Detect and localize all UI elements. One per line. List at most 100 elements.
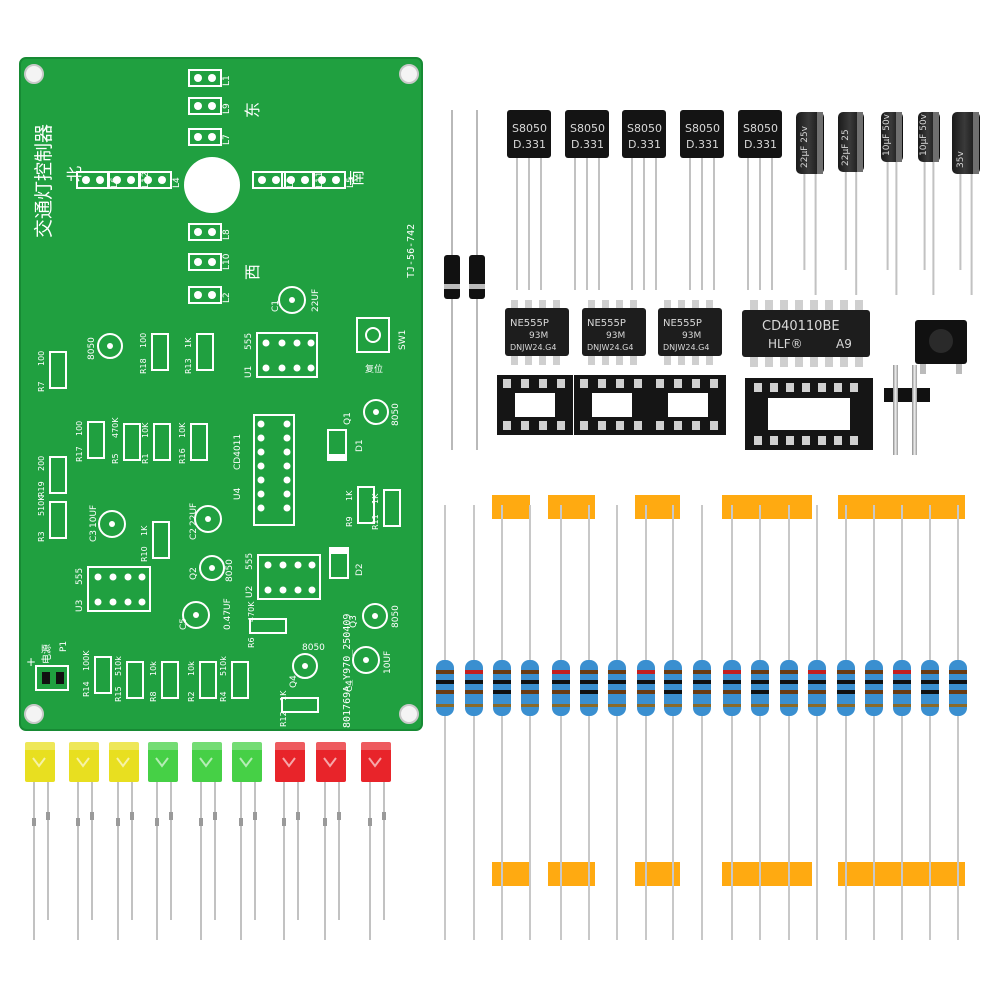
ic-footprint-u3: 555 U3 [75, 566, 151, 612]
led-ref: L4 [172, 177, 182, 188]
resistor-ref: R7 [37, 381, 46, 392]
dir-west: 西 [243, 264, 262, 280]
d1-label: D1 [355, 439, 365, 452]
transistor-marking: D.331 [744, 138, 777, 151]
q4-label: Q4 [289, 675, 299, 688]
round-footprint-pads [107, 297, 379, 669]
ic-footprint-u4: CD4011 U4 [233, 414, 295, 526]
resistor-ref: R12 [279, 711, 288, 727]
resistor [921, 505, 939, 940]
diodes-loose [444, 110, 485, 450]
resistor-value: 100 [37, 351, 46, 366]
c3-label: C3 [89, 530, 99, 542]
tact-switch [915, 320, 967, 374]
ic-footprint-u1: U1 555 [244, 332, 318, 378]
u4-ref: U4 [233, 487, 243, 500]
capacitor-marking: 22µF 25 [841, 129, 851, 166]
resistor [465, 505, 483, 940]
resistor [723, 505, 741, 940]
led [148, 742, 178, 940]
led-footprint: L7 [188, 128, 232, 146]
led-ref: L9 [222, 103, 232, 114]
resistor-ref: R6 [247, 637, 256, 648]
resistor-value: 10K [178, 422, 187, 438]
electrolytic-capacitor: 22µF 25 [838, 112, 864, 295]
transistor-marking: S8050 [627, 122, 662, 135]
resistor [808, 505, 826, 940]
transistor-marking: D.331 [571, 138, 604, 151]
resistor-ref: R13 [184, 358, 193, 374]
resistor [580, 505, 598, 940]
resistors [436, 495, 967, 940]
electrolytic-capacitor: 22µF 25v [796, 112, 824, 295]
transistor-marking: S8050 [685, 122, 720, 135]
led-footprint: L9 [188, 97, 232, 115]
resistor-footprint: R17 100 [75, 421, 105, 462]
transistor-marking: D.331 [686, 138, 719, 151]
resistor-value: 1K [371, 493, 380, 504]
u1-value: 555 [244, 333, 254, 350]
transistor-marking: S8050 [743, 122, 778, 135]
q3-label: Q3 [349, 615, 359, 628]
resistor-value: 510K [37, 495, 46, 516]
led-footprint: L1 [188, 69, 232, 87]
u3-ref: U3 [75, 600, 85, 612]
dir-south: 南 [347, 170, 366, 186]
c1-label: C1 [271, 300, 281, 312]
q2-label: Q2 [189, 567, 199, 580]
resistor-footprint: R11 1K [371, 489, 401, 530]
ne555-marking: NE555P [587, 318, 626, 329]
resistor-footprint: R7 100 [37, 351, 67, 392]
pcb-serial: 801769A_Y970_250409 [342, 614, 353, 728]
resistor-ref: R2 [187, 691, 196, 702]
resistor-footprint: R3 510K [37, 495, 67, 542]
capacitor-marking: 10µF 50v [882, 113, 892, 156]
power-label: 电源 [40, 644, 53, 664]
resistor-value: 100 [75, 421, 84, 436]
dip16-socket [745, 378, 873, 450]
cd4011-line2: HLF® [768, 337, 803, 351]
led-ref: L8 [222, 229, 232, 240]
resistor-footprint: R19 200 [37, 456, 67, 497]
resistor [780, 505, 798, 940]
resistor-ref: R3 [37, 531, 46, 542]
transistor-marking: D.331 [513, 138, 546, 151]
reset-ref: SW1 [398, 330, 408, 350]
resistor-ref: R14 [82, 681, 91, 697]
u2-ref: U2 [245, 586, 255, 598]
resistor-ref: R17 [75, 446, 84, 462]
pcb-code: TJ-56-742 [406, 224, 417, 278]
u4-value: CD4011 [233, 434, 243, 470]
resistor-footprint: R13 1K [184, 333, 214, 374]
c4-label: C4 [345, 680, 355, 692]
cd4011-line3: A9 [836, 337, 852, 351]
led-footprint: L10 [188, 253, 232, 271]
resistor-value: 1K [184, 337, 193, 348]
ne555-marking: DNJW24.G4 [587, 343, 633, 352]
resistor-ref: R19 [37, 481, 46, 497]
resistor [865, 505, 883, 940]
led-ref: L1 [222, 75, 232, 86]
u1-ref: U1 [244, 366, 254, 378]
diode-footprints: D1 D2 [327, 429, 365, 579]
dir-east: 东 [243, 102, 262, 118]
ic-chips: NE555P93MDNJW24.G4NE555P93MDNJW24.G4NE55… [497, 300, 726, 435]
resistor-value: 200 [37, 456, 46, 471]
resistor-ref: R11 [371, 514, 380, 530]
ic-footprints: U1 555 CD4011 U4 555 U2 [75, 332, 321, 612]
resistor-value: 510k [114, 656, 123, 676]
